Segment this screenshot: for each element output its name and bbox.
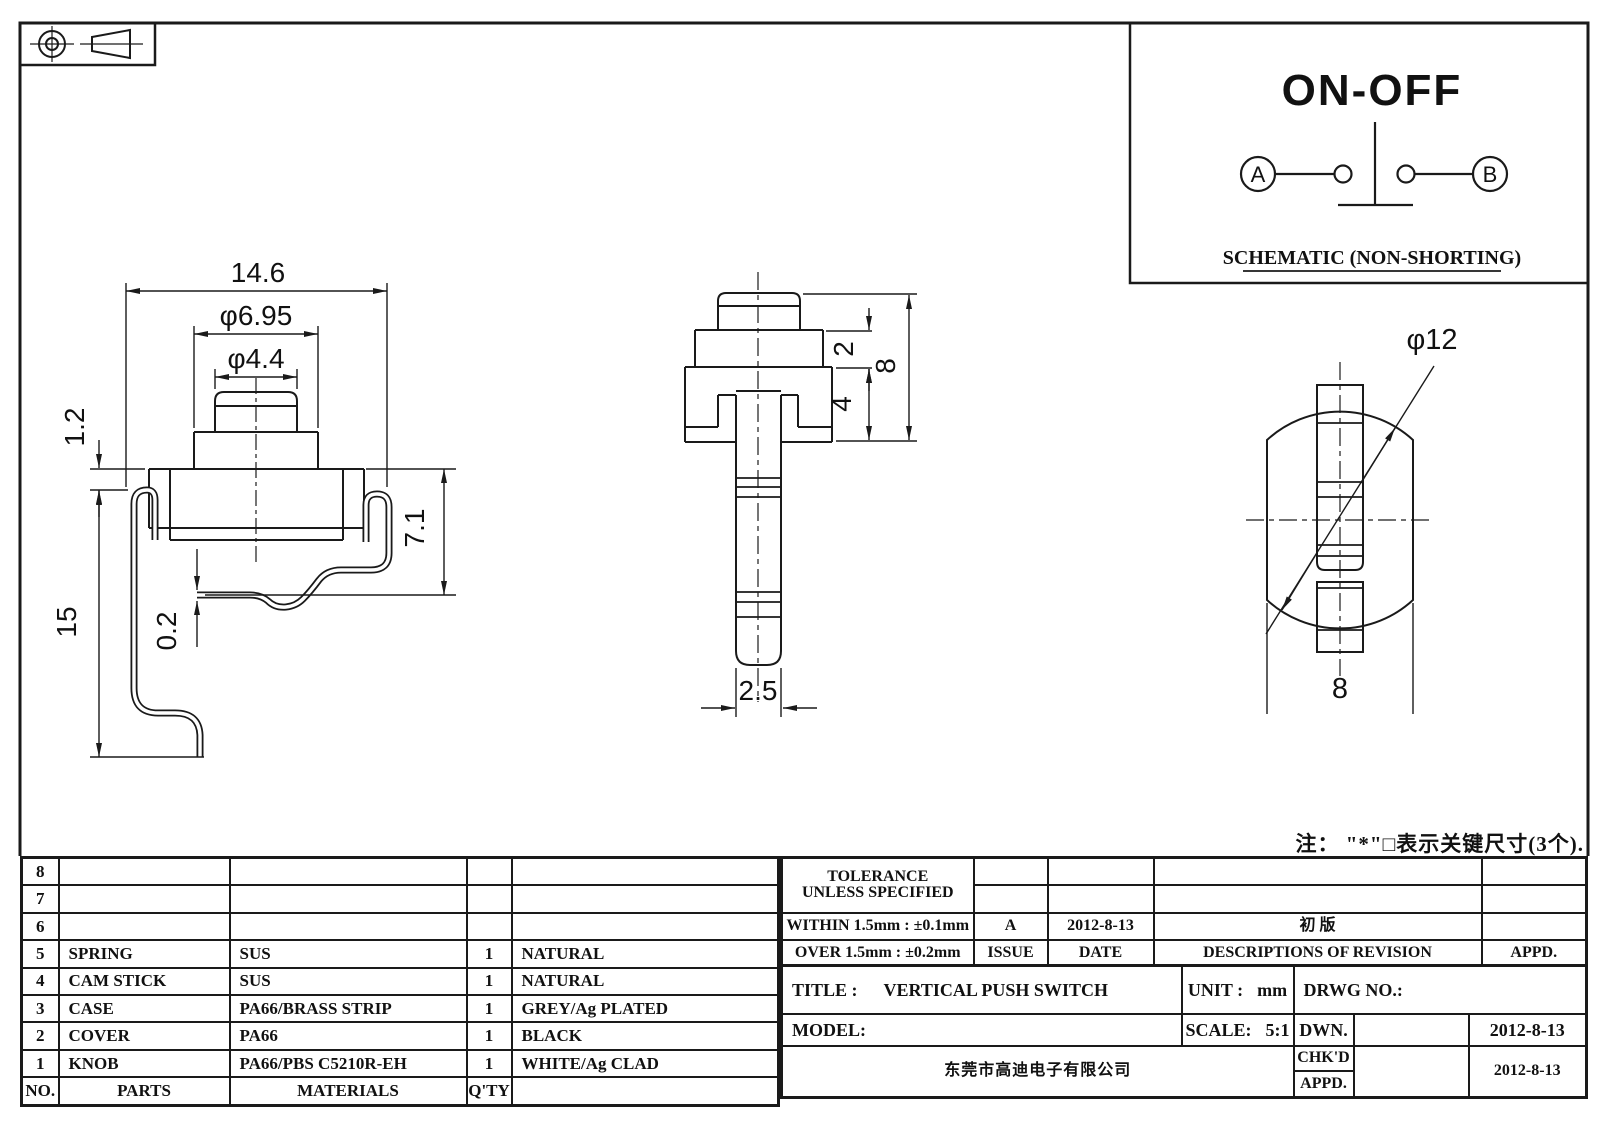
drawing-views: ON-OFF A B SCHEMATIC (NON-SHORTING) xyxy=(18,21,1590,856)
dim-stem-width: 2.5 xyxy=(739,675,778,706)
dwn-date: 2012-8-13 xyxy=(1467,1013,1588,1047)
spring-wire xyxy=(130,486,393,757)
model-cell: MODEL: xyxy=(780,1013,1183,1047)
terminal-a-label: A xyxy=(1251,162,1266,187)
tolerance-header: TOLERANCE UNLESS SPECIFIED xyxy=(780,856,975,914)
sheet-frame xyxy=(18,21,1590,856)
chkd-label: CHK'D xyxy=(1292,1045,1355,1072)
dim-step-height: 2 xyxy=(828,341,859,357)
dim-body-height: 7.1 xyxy=(399,509,430,548)
dim-flat-width: 8 xyxy=(1332,673,1348,705)
table-row: 7 xyxy=(20,884,780,914)
tolerance-over: OVER 1.5mm : ±0.2mm xyxy=(780,939,975,970)
col-header-materials: MATERIALS xyxy=(228,1076,468,1107)
dim-step-dia: φ6.95 xyxy=(220,300,293,331)
appd-label-2: APPD. xyxy=(1292,1070,1355,1099)
chkd-signature-cell xyxy=(1352,1045,1470,1099)
dim-case-height: 4 xyxy=(826,396,857,412)
dim-wire-gap: 0.2 xyxy=(151,612,182,651)
col-header-no: NO. xyxy=(20,1076,60,1107)
dim-overall-width: 14.6 xyxy=(231,257,286,288)
parts-header-row: NO. PARTS MATERIALS Q'TY xyxy=(20,1076,780,1107)
issue-value: A xyxy=(972,911,1049,942)
dim-flange-height: 1.2 xyxy=(59,408,90,447)
company-name: 东莞市高迪电子有限公司 xyxy=(780,1045,1295,1099)
dim-total-height: 8 xyxy=(870,358,901,374)
col-header-qty: Q'TY xyxy=(465,1076,513,1107)
switch-symbol xyxy=(1239,122,1509,207)
drwg-no-cell: DRWG NO.: xyxy=(1292,964,1588,1015)
title-block: TITLE :VERTICAL PUSH SWITCH UNIT :mm DRW… xyxy=(780,964,1588,1099)
third-angle-projection-icon xyxy=(18,21,157,67)
title-cell: TITLE :VERTICAL PUSH SWITCH xyxy=(780,964,1183,1015)
schematic-panel: ON-OFF A B SCHEMATIC (NON-SHORTING) xyxy=(1128,21,1590,285)
revision-description: 初 版 xyxy=(1152,911,1483,942)
dwn-signature-cell xyxy=(1352,1013,1470,1047)
bottom-view: φ12 8 xyxy=(1246,324,1458,714)
table-row: 8 xyxy=(20,856,780,887)
col-header-parts: PARTS xyxy=(57,1076,231,1107)
dwn-label: DWN. xyxy=(1292,1013,1355,1047)
scale-cell: SCALE:5:1 xyxy=(1180,1013,1295,1047)
schematic-title: ON-OFF xyxy=(1282,66,1463,115)
dim-knob-dia: φ4.4 xyxy=(227,343,284,374)
tolerance-within: WITHIN 1.5mm : ±0.1mm xyxy=(780,911,975,942)
revision-block: TOLERANCE UNLESS SPECIFIED WITHIN 1.5mm … xyxy=(780,856,1588,970)
dim-body-dia: φ12 xyxy=(1406,324,1457,356)
side-view: 2 4 8 2.5 xyxy=(684,272,917,717)
terminal-b-label: B xyxy=(1483,162,1498,187)
drawing-title: VERTICAL PUSH SWITCH xyxy=(883,979,1108,1000)
col-header-color xyxy=(510,1076,780,1107)
schematic-caption: SCHEMATIC (NON-SHORTING) xyxy=(1223,247,1521,269)
chkd-date: 2012-8-13 xyxy=(1467,1045,1588,1099)
revision-date: 2012-8-13 xyxy=(1046,911,1155,942)
unit-cell: UNIT :mm xyxy=(1180,964,1295,1015)
dim-leg-length: 15 xyxy=(51,606,82,637)
table-row: 6 xyxy=(20,911,780,942)
front-view: 14.6 φ6.95 φ4.4 1.2 15 0.2 7.1 xyxy=(51,257,456,758)
key-dimension-note: 注： "*"□表示关键尺寸(3个). xyxy=(1295,832,1584,856)
